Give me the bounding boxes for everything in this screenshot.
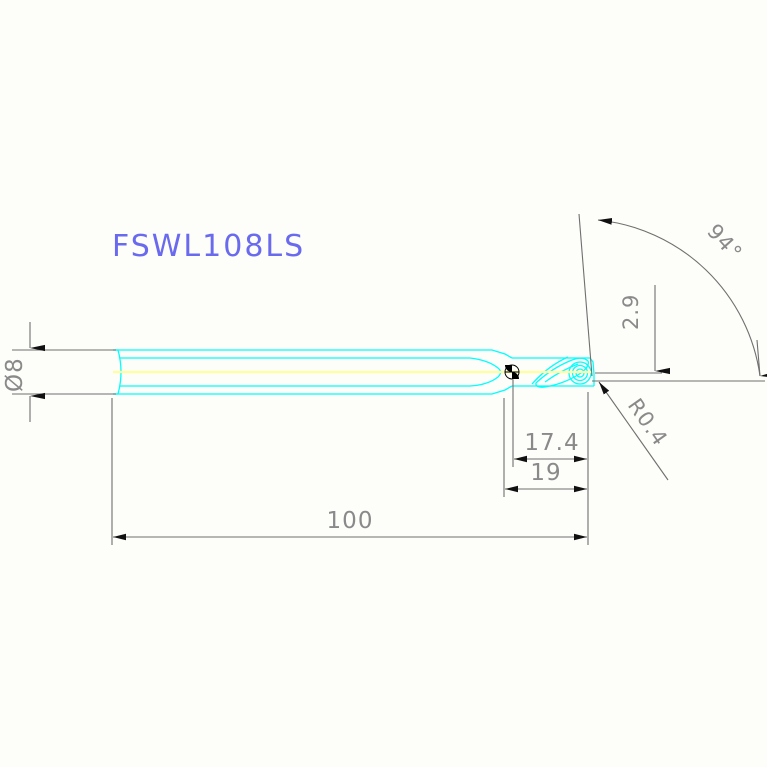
diameter-dimension-label: Ø8 [2, 357, 28, 392]
corner-radius-leader-group: R0.4 [598, 381, 672, 481]
height-offset-label: 2.9 [619, 294, 643, 330]
angle-dimension-group: 94° [578, 213, 767, 378]
overall-length-dimension-group: 100 [111, 392, 589, 545]
tool-shank [113, 349, 470, 395]
tip-reference-lines [592, 372, 765, 382]
overall-length-label: 100 [327, 508, 374, 534]
part-number-title: FSWL108LS [112, 229, 305, 264]
height-offset-dimension-group: 2.9 [619, 285, 670, 375]
angle-label: 94° [702, 219, 747, 265]
cutting-length-label: 17.4 [524, 430, 579, 456]
tool-geometry [113, 349, 595, 395]
head-length-dimension-group: 19 [503, 398, 587, 497]
diameter-dimension-group: Ø8 [2, 322, 116, 422]
set-screw-marker [504, 364, 520, 380]
corner-radius-label: R0.4 [623, 394, 672, 450]
head-length-label: 19 [530, 460, 561, 486]
cutting-length-dimension-group: 17.4 [512, 380, 587, 467]
